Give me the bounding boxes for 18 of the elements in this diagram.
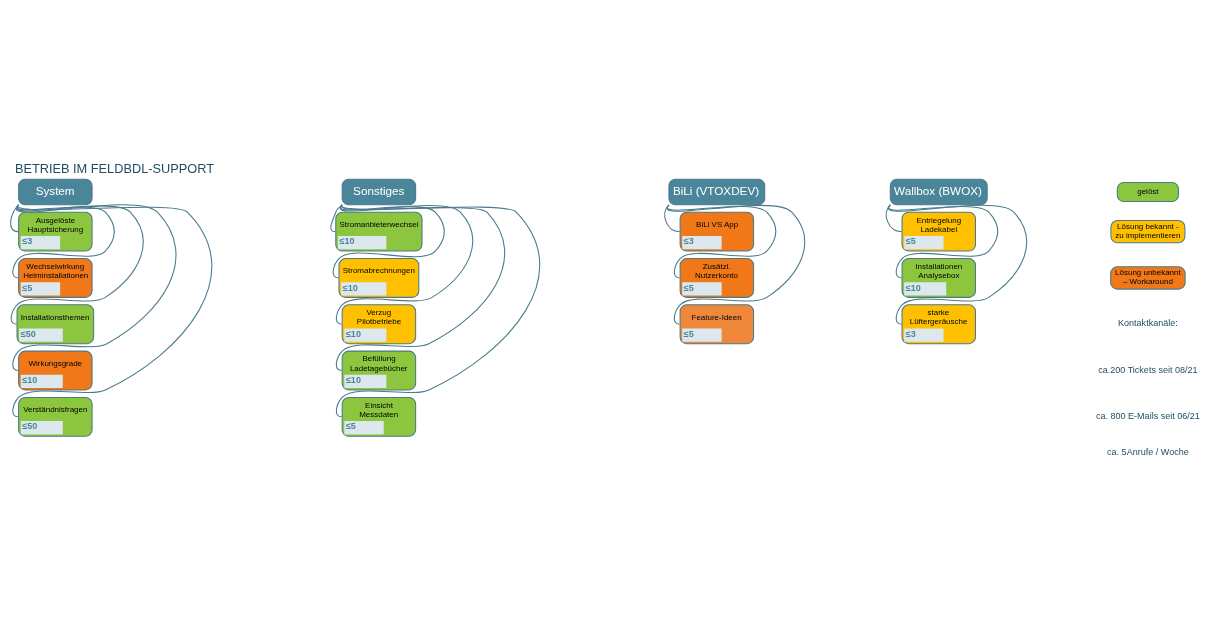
label: Kontaktkanäle: [1118, 318, 1178, 329]
connector [666, 204, 777, 279]
connector [10, 204, 144, 325]
diagram-title: BETRIEB IM FELDBDL-SUPPORT [14, 161, 215, 177]
node-box: BiLi (VTOXDEV) [668, 178, 766, 206]
label: ca. 800 E-Mails seit 06/21 [1095, 411, 1200, 422]
connector [330, 204, 343, 233]
label: ca.200 Tickets seit 08/21 [1098, 364, 1198, 375]
connector [332, 204, 445, 279]
node-box: Wallbox (BWOX) [889, 178, 988, 206]
label: ca. 5Anrufe / Woche [1107, 447, 1189, 458]
connector [12, 204, 213, 418]
connector [12, 204, 177, 372]
node-box: System [18, 178, 93, 206]
node-box: Sonstiges [341, 178, 417, 206]
connector [888, 204, 999, 279]
connector [10, 204, 20, 233]
connector [12, 204, 115, 279]
